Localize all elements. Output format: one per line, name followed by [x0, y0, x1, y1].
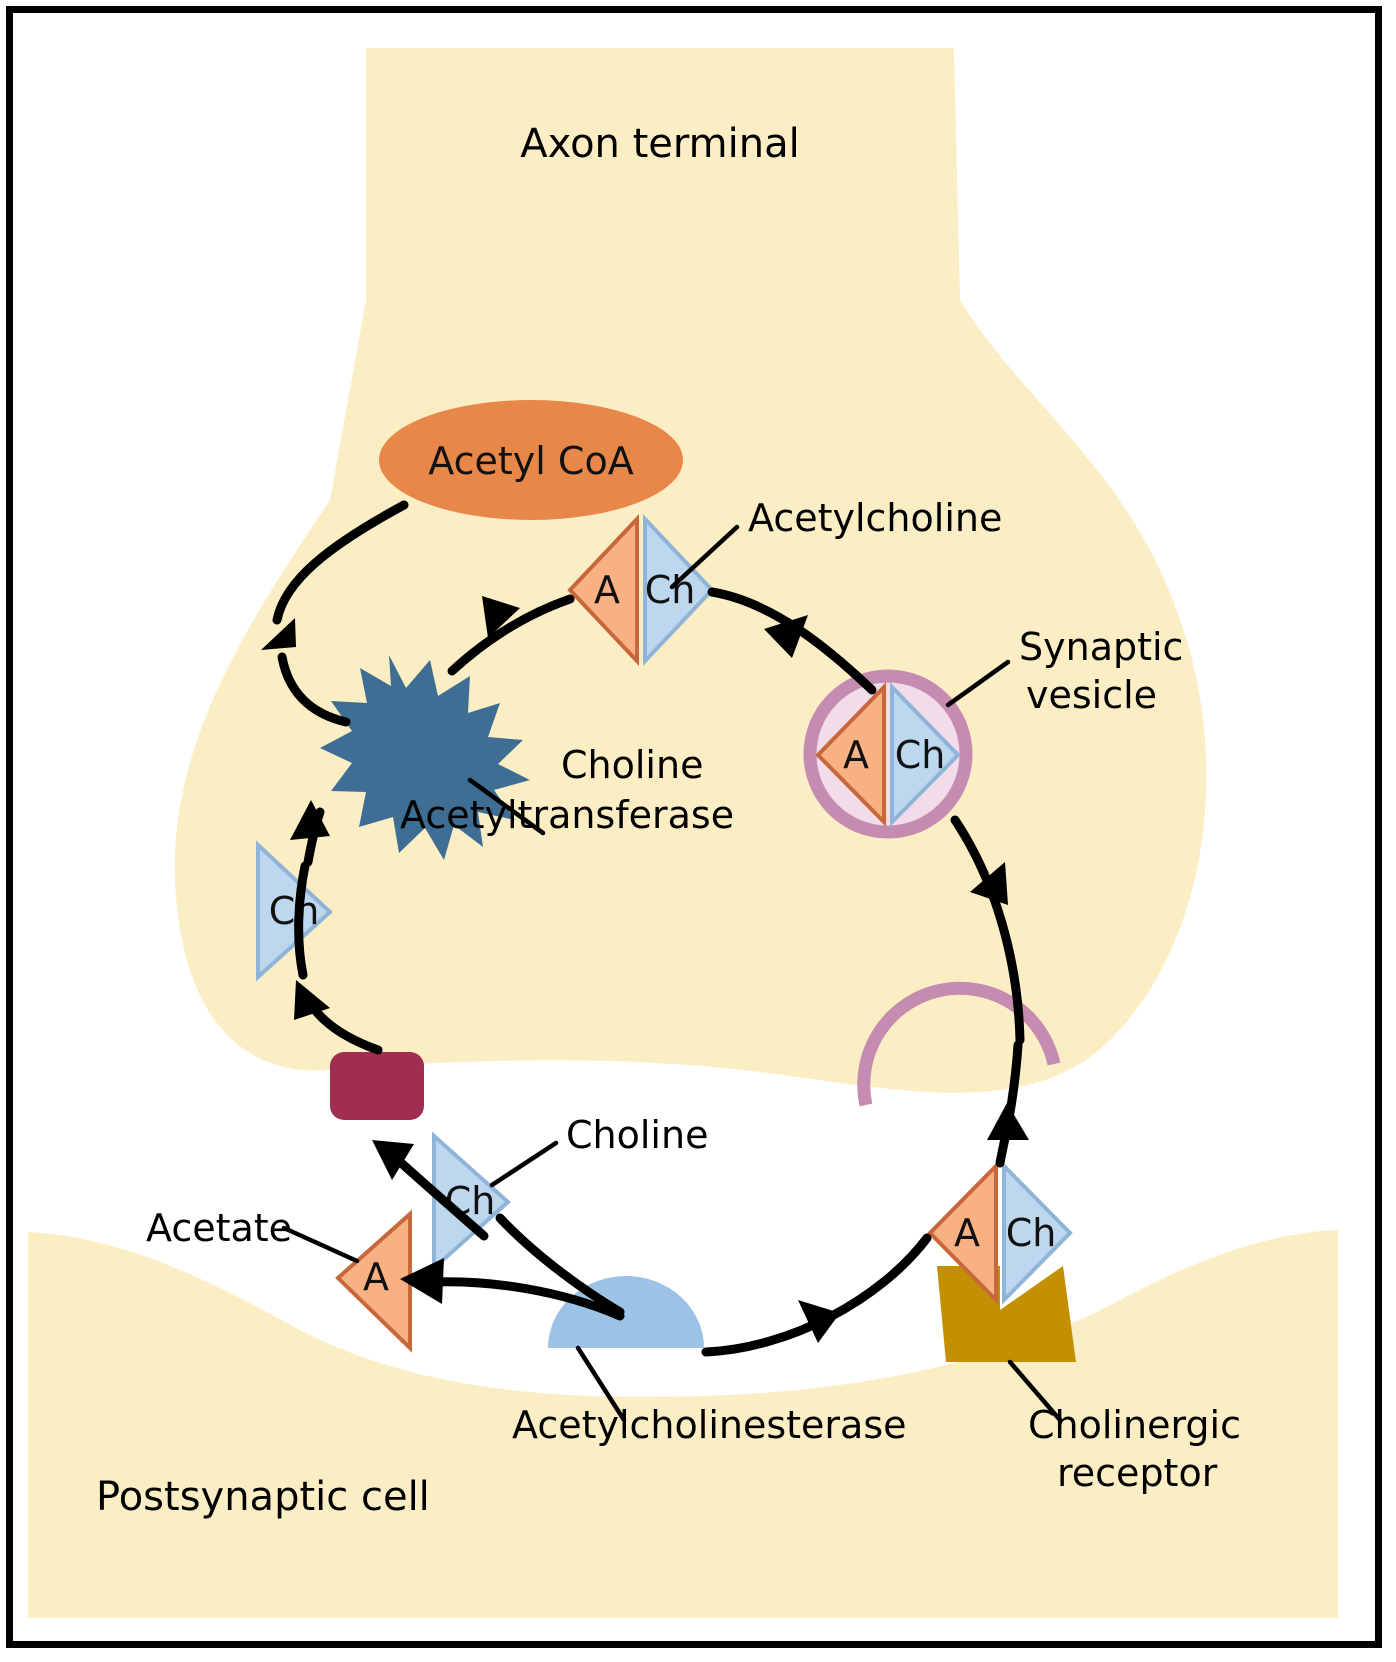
vesicle-acetyl-half	[815, 682, 886, 827]
flow-receptor-to-esterase-arrowhead	[798, 1300, 840, 1343]
acetylcholine-at-receptor-molecule: A Ch	[927, 1161, 1073, 1305]
acetylcholine-cytosolic-molecule: A Ch	[567, 513, 715, 667]
flow-enzyme-to-ach	[447, 594, 575, 676]
acetate-label: Acetate	[146, 1206, 292, 1250]
flow-choline-to-enzyme-2	[303, 807, 325, 867]
acetylcholinesterase-label: Acetylcholinesterase	[512, 1403, 907, 1447]
cholinergic-receptor-shape	[937, 1266, 1076, 1362]
choline-triangle-left	[256, 840, 333, 982]
choline-cleft-molecule: Ch	[432, 1131, 512, 1273]
choline-acetyltransferase-label-line2: Acetyltransferase	[400, 793, 734, 837]
acetate-leader	[281, 1225, 360, 1264]
flow-esterase-to-acetate	[427, 1277, 625, 1321]
axon-terminal-label: Axon terminal	[520, 121, 799, 167]
choline-reuptake-molecule: Ch	[256, 840, 333, 982]
flow-membrane-arrowhead	[987, 1103, 1029, 1140]
cholinergic-receptor-label-line1: Cholinergic	[1028, 1403, 1241, 1447]
acetyl-coa-shape	[379, 400, 683, 520]
choline-cleft-glyph: Ch	[445, 1179, 496, 1223]
choline-acetyltransferase-label-line1: Choline	[561, 743, 703, 787]
flow-vesicle-arrowhead-1	[970, 862, 1008, 905]
flow-vesicle-to-membrane	[950, 815, 1025, 1045]
receptor-acetyl-glyph: A	[954, 1211, 980, 1255]
postsynaptic-cell-shape	[28, 1230, 1338, 1618]
choline-transporter	[330, 1052, 424, 1120]
flow-choline-to-enzyme-arrowhead	[290, 800, 330, 840]
postsynaptic-cell-label: Postsynaptic cell	[96, 1474, 430, 1520]
fusing-vesicle-membrane	[857, 981, 1061, 1107]
acetylcholinesterase-leader	[575, 1345, 627, 1423]
synaptic-vesicle: A Ch	[803, 669, 973, 839]
cholinergic-receptor-label-line2: receptor	[1057, 1451, 1218, 1495]
flow-esterase-to-choline	[495, 1213, 625, 1317]
synaptic-vesicle-leader	[945, 659, 1011, 708]
choline-acetyltransferase-star	[320, 655, 530, 860]
choline-triangle-cleft	[432, 1131, 512, 1273]
receptor-choline-glyph: Ch	[1006, 1211, 1057, 1255]
acetyl-half-triangle	[567, 513, 639, 667]
flow-ach-to-vesicle-arrowhead	[764, 615, 808, 658]
flow-choline-to-enzyme	[294, 861, 310, 980]
flow-acetylcoa-to-enzyme	[272, 500, 409, 625]
figure-border	[6, 6, 1382, 1648]
vesicle-membrane	[803, 669, 973, 839]
acetyl-coa-label: Acetyl CoA	[428, 439, 633, 483]
vesicle-acetyl-glyph: A	[843, 733, 869, 777]
flow-choline-to-transporter	[393, 1155, 489, 1241]
receptor-acetyl-half	[927, 1161, 998, 1305]
choline-half-triangle	[643, 513, 715, 667]
choline-label: Choline	[566, 1113, 708, 1157]
acetylcholine-label: Acetylcholine	[748, 496, 1002, 540]
vesicle-choline-half	[890, 682, 961, 827]
vesicle-choline-glyph: Ch	[895, 733, 946, 777]
flow-choline-to-transporter-arrowhead	[372, 1140, 414, 1180]
cholinergic-receptor-leader	[1007, 1359, 1063, 1423]
choline-reuptake-glyph: Ch	[269, 889, 320, 933]
synaptic-vesicle-label-line1: Synaptic	[1019, 625, 1183, 669]
flow-esterase-to-acetate-arrowhead	[400, 1258, 444, 1304]
choline-leader	[489, 1140, 559, 1188]
flow-acetylcoa-to-enzyme-2	[277, 652, 351, 727]
synaptic-vesicle-label-line2: vesicle	[1026, 673, 1157, 717]
acetate-glyph: A	[363, 1255, 389, 1299]
flow-enzyme-to-ach-arrowhead	[482, 596, 520, 638]
flow-transporter-arrowhead	[294, 980, 330, 1020]
acetylcholine-leader	[669, 524, 740, 590]
acetyl-glyph: A	[594, 568, 620, 612]
choline-acetyltransferase-leader	[467, 777, 546, 836]
flow-acetylcoa-arrowhead	[261, 618, 296, 650]
receptor-choline-half	[1002, 1161, 1073, 1305]
